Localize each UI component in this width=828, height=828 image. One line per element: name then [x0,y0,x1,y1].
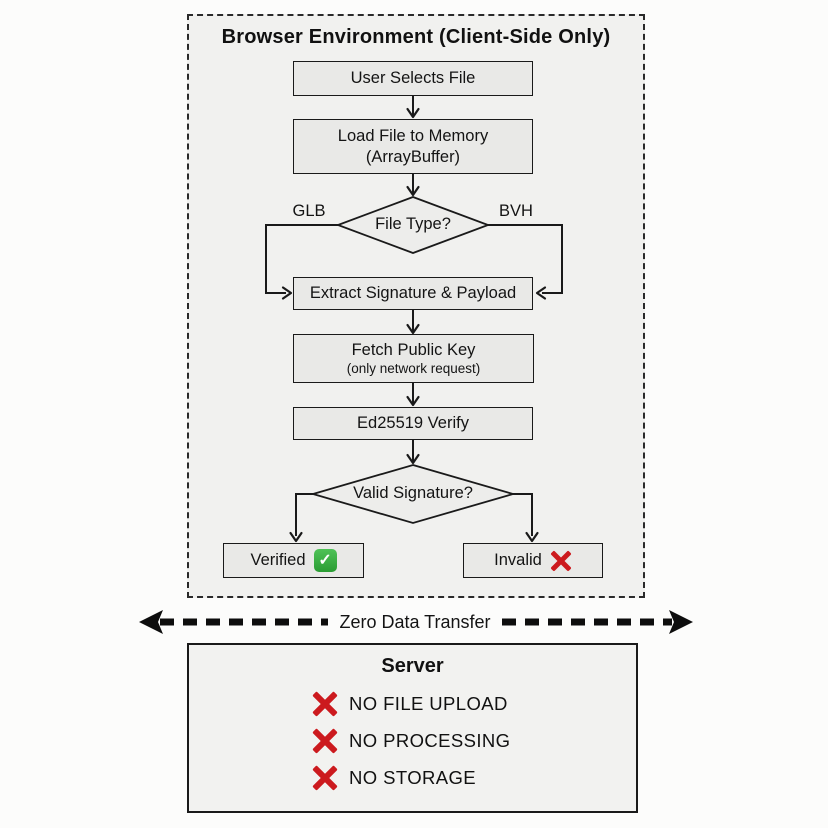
server-item-label: NO PROCESSING [349,730,511,751]
server-item-no-file-upload: NO FILE UPLOAD [312,691,636,717]
browser-environment-title: Browser Environment (Client-Side Only) [221,26,611,48]
node-label: Invalid [494,551,542,570]
valid-signature-label: Valid Signature? [353,484,473,502]
server-item-no-processing: NO PROCESSING [312,728,636,754]
node-label: User Selects File [350,69,476,88]
branch-label-bvh: BVH [499,202,533,220]
server-panel: Server NO FILE UPLOAD NO PROCESSING NO S… [187,643,638,813]
node-ed25519-verify: Ed25519 Verify [293,407,533,440]
node-fetch-public-key: Fetch Public Key (only network request) [293,334,534,383]
cross-icon [312,691,338,717]
node-label: Extract Signature & Payload [309,284,517,303]
server-item-label: NO STORAGE [349,767,477,788]
node-load-file-to-memory: Load File to Memory (ArrayBuffer) [293,119,533,174]
branch-label-glb: GLB [292,202,326,220]
server-item-no-storage: NO STORAGE [312,765,636,791]
node-user-selects-file: User Selects File [293,61,533,96]
node-label: Ed25519 Verify [357,414,469,433]
cross-icon [312,728,338,754]
node-label: Fetch Public Key [351,341,476,360]
server-title: Server [381,655,444,677]
cross-icon [312,765,338,791]
node-label: Verified [250,551,306,570]
cross-icon [550,550,572,572]
node-sublabel: (ArrayBuffer) [365,147,461,166]
node-invalid: Invalid [463,543,603,578]
check-icon: ✓ [313,549,337,572]
zero-data-transfer-label: Zero Data Transfer [339,612,491,632]
node-label: Load File to Memory [337,126,489,145]
node-extract-signature-payload: Extract Signature & Payload [293,277,533,310]
node-sublabel: (only network request) [346,360,481,376]
file-type-label: File Type? [375,215,451,233]
server-items: NO FILE UPLOAD NO PROCESSING NO STORAGE [189,691,636,791]
server-item-label: NO FILE UPLOAD [349,693,508,714]
node-verified: Verified ✓ [223,543,364,578]
